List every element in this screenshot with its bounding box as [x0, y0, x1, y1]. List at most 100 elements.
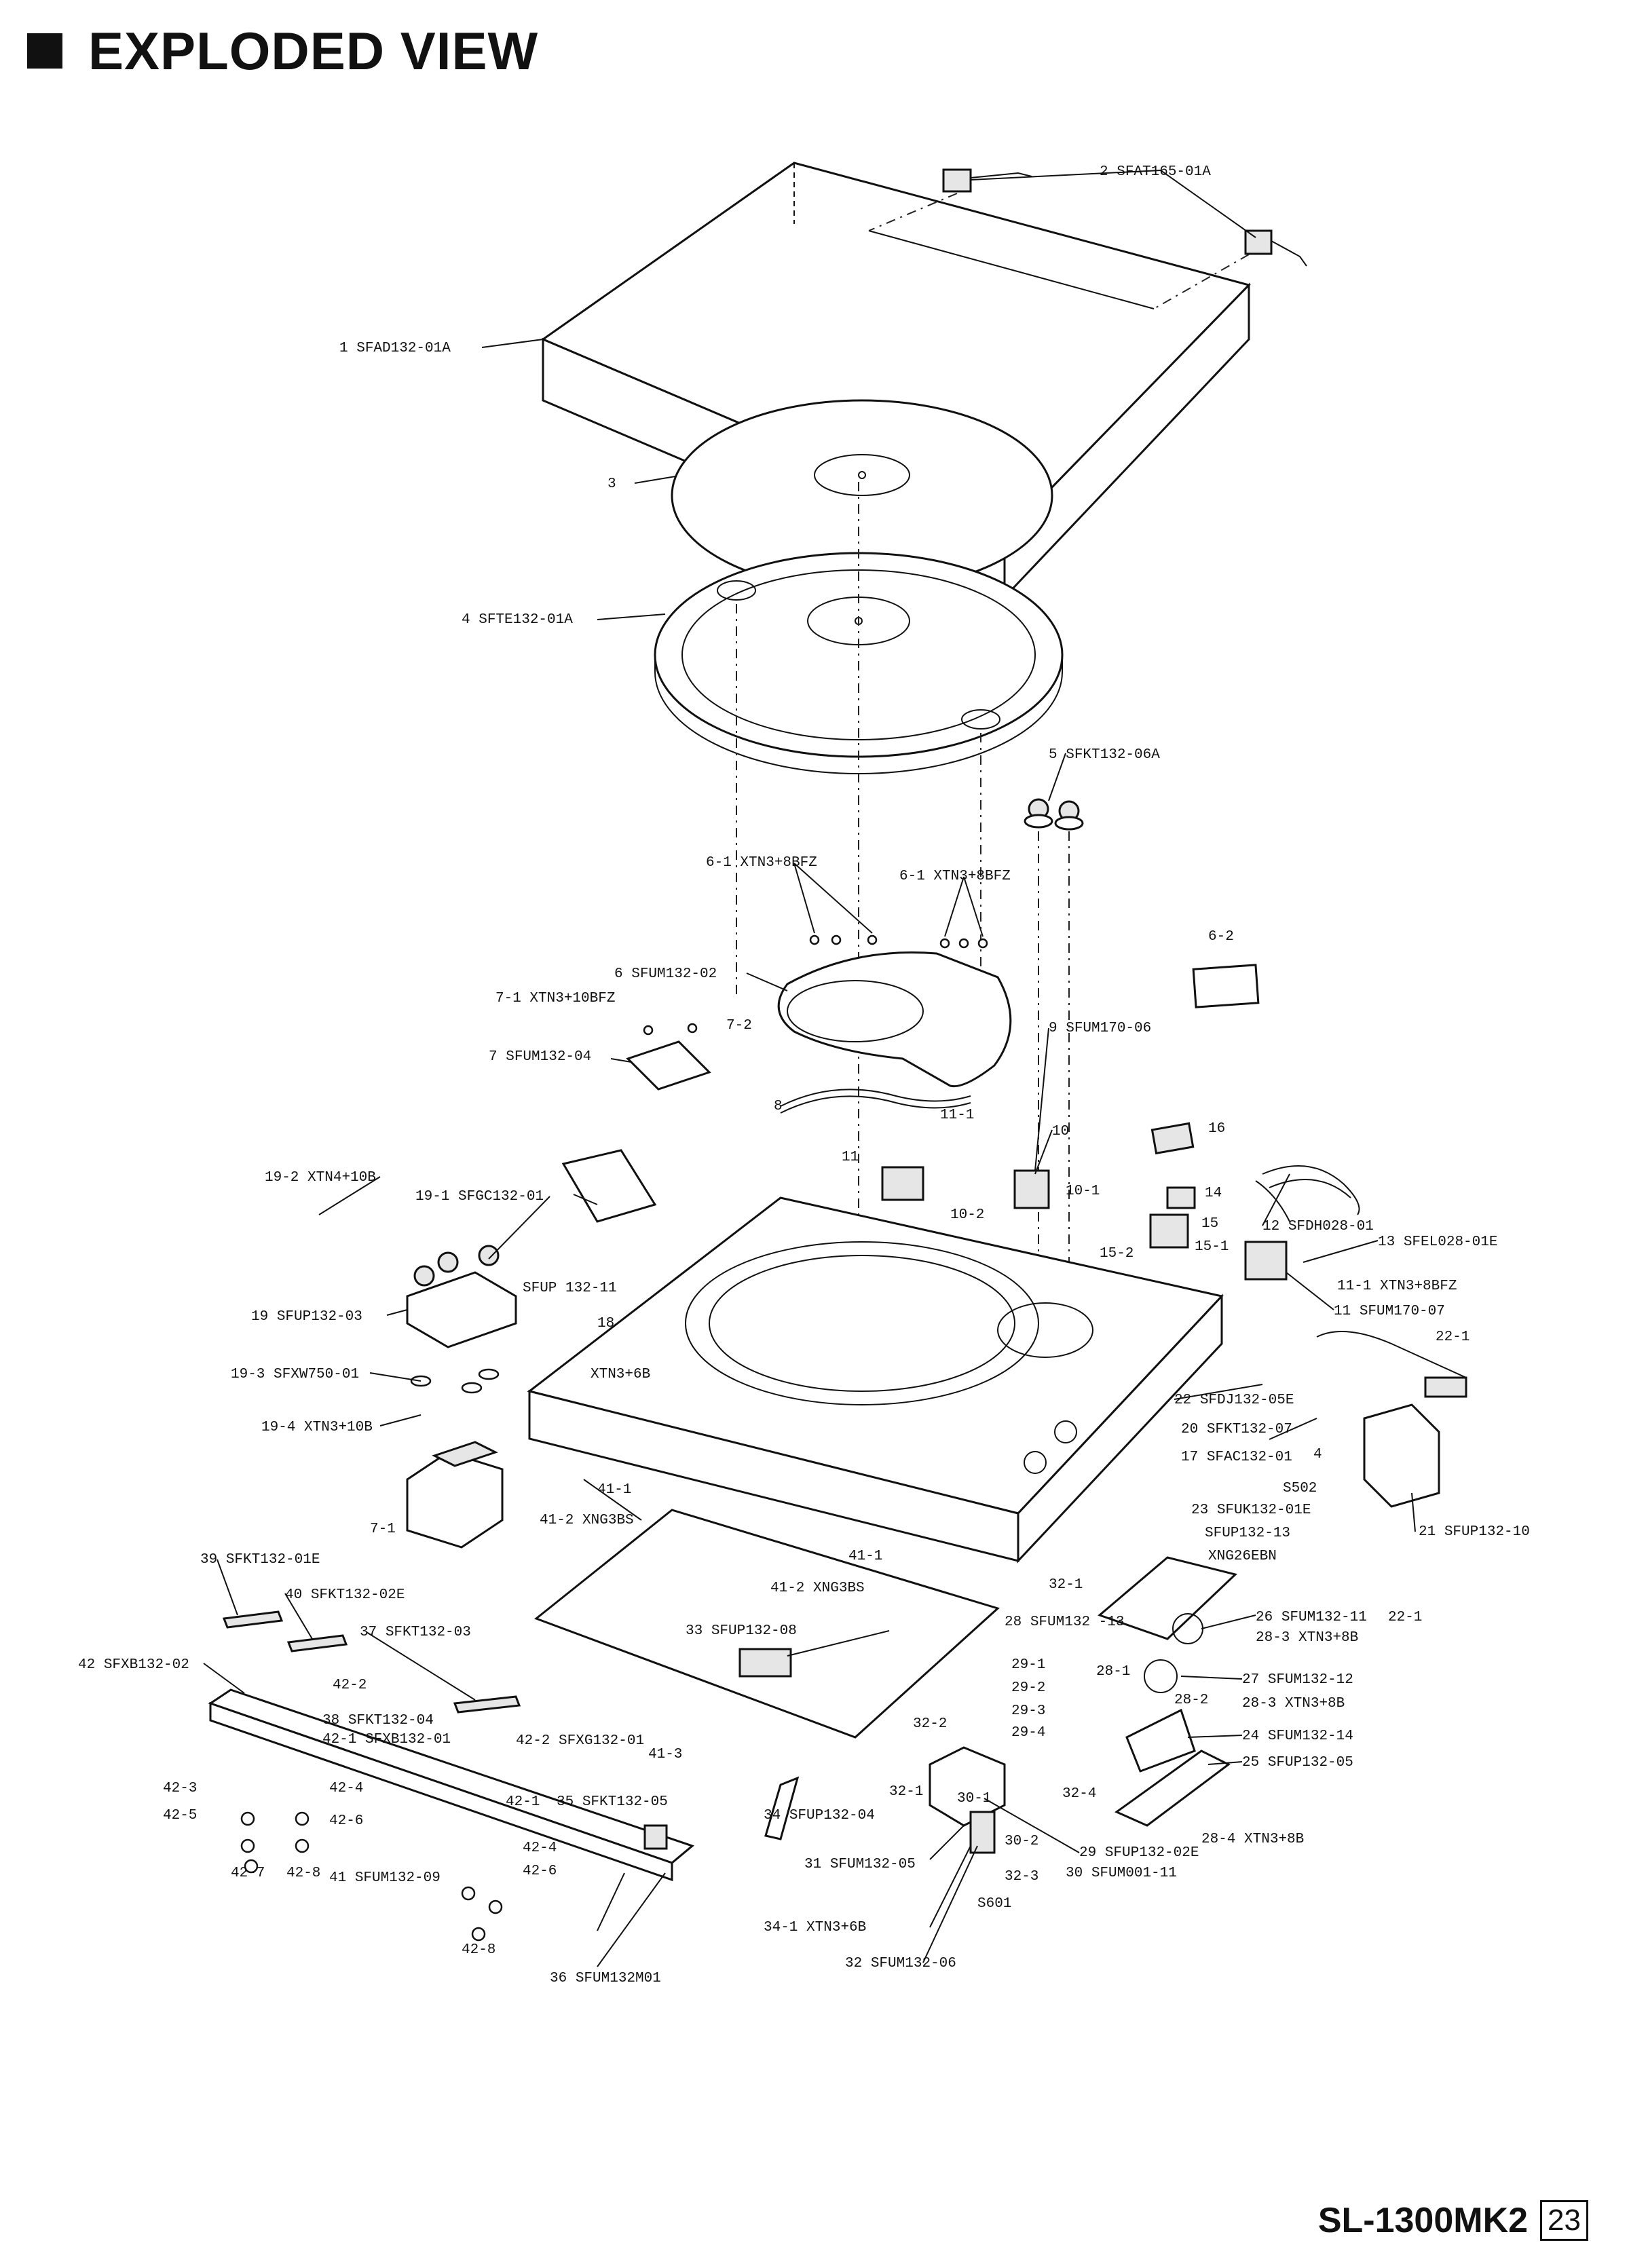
svg-text:SFUP132-13: SFUP132-13	[1205, 1526, 1290, 1541]
part-ref: 28-4	[1201, 1832, 1235, 1847]
part-ref: 24	[1242, 1728, 1259, 1744]
part-ref: 5	[1049, 747, 1057, 763]
part-ref: 16	[1208, 1121, 1225, 1137]
page-footer: SL-1300MK2 23	[1318, 2200, 1588, 2241]
part-code: SFXW750-01	[274, 1367, 359, 1382]
part-code: SFUM132-04	[506, 1049, 591, 1065]
svg-text:24 SFUM132-14: 24 SFUM132-14	[1242, 1728, 1353, 1744]
svg-text:10-2: 10-2	[950, 1207, 984, 1223]
part-code: SFAT165-01A	[1117, 164, 1211, 180]
svg-text:15-1: 15-1	[1195, 1239, 1229, 1255]
svg-text:6-1 XTN3+8BFZ: 6-1 XTN3+8BFZ	[899, 869, 1011, 884]
part-ref: 15-2	[1100, 1246, 1134, 1262]
washers-19-3	[410, 1368, 500, 1394]
header-square-bullet	[27, 33, 62, 69]
svg-text:4 SFTE132-01A: 4 SFTE132-01A	[462, 612, 573, 628]
part-ref: 19-1	[415, 1189, 449, 1205]
svg-text:9 SFUM170-06: 9 SFUM170-06	[1049, 1021, 1151, 1036]
plate-7	[626, 1023, 711, 1091]
svg-text:18: 18	[597, 1316, 614, 1331]
svg-text:34 SFUP132-04: 34 SFUP132-04	[764, 1808, 875, 1823]
part-ref: 4	[462, 612, 470, 628]
part-code: SFUM132-12	[1268, 1672, 1353, 1688]
part-ref: 29-1	[1011, 1657, 1045, 1673]
svg-text:41-2 XNG3BS: 41-2 XNG3BS	[770, 1581, 865, 1596]
svg-text:14: 14	[1205, 1186, 1222, 1201]
svg-text:29-1: 29-1	[1011, 1657, 1045, 1673]
svg-text:30 SFUM001-11: 30 SFUM001-11	[1066, 1866, 1177, 1881]
svg-text:3: 3	[607, 476, 616, 492]
svg-text:15-2: 15-2	[1100, 1246, 1134, 1262]
part-ref: 17	[1181, 1450, 1198, 1465]
part-ref: 29-4	[1011, 1725, 1045, 1741]
part-ref: 40	[285, 1587, 302, 1603]
switch-assembly-30	[929, 1746, 1006, 1854]
part-code: SFXB132-02	[104, 1657, 189, 1673]
svg-text:13 SFEL028-01E: 13 SFEL028-01E	[1378, 1234, 1497, 1250]
svg-text:1 SFAD132-01A: 1 SFAD132-01A	[339, 341, 451, 356]
part-ref: 37	[360, 1625, 377, 1640]
svg-text:19-3 SFXW750-01: 19-3 SFXW750-01	[231, 1367, 359, 1382]
part-code: SFAC132-01	[1207, 1450, 1292, 1465]
svg-text:36 SFUM132M01: 36 SFUM132M01	[550, 1971, 661, 1986]
plate-18	[561, 1149, 657, 1223]
part-ref: 10	[1052, 1124, 1069, 1139]
svg-text:28-4 XTN3+8B: 28-4 XTN3+8B	[1201, 1832, 1304, 1847]
part-code: SFUM170-07	[1360, 1304, 1445, 1319]
part-ref: 21	[1419, 1524, 1436, 1540]
part-ref: S601	[977, 1896, 1011, 1912]
svg-text:41-2 XNG3BS: 41-2 XNG3BS	[540, 1513, 634, 1528]
svg-text:16: 16	[1208, 1121, 1225, 1137]
bracket-21	[1316, 1331, 1467, 1508]
part-ref: 19	[251, 1309, 268, 1325]
svg-text:27 SFUM132-12: 27 SFUM132-12	[1242, 1672, 1353, 1688]
svg-text:XTN3+6B: XTN3+6B	[591, 1367, 650, 1382]
part-ref: 42-4	[329, 1781, 363, 1796]
screws-6-1	[809, 934, 988, 949]
part-ref: 6	[614, 966, 623, 982]
part-ref: S502	[1283, 1481, 1317, 1496]
part-code: SFUM132 -13	[1030, 1614, 1125, 1630]
part-code: SFKT132-02E	[311, 1587, 405, 1603]
svg-text:19-2 XTN4+10B: 19-2 XTN4+10B	[265, 1170, 376, 1186]
svg-text:28-1: 28-1	[1096, 1664, 1130, 1680]
svg-text:28 SFUM132 -13: 28 SFUM132 -13	[1005, 1614, 1124, 1630]
part-ref: 26	[1256, 1610, 1273, 1625]
svg-text:33 SFUP132-08: 33 SFUP132-08	[686, 1623, 797, 1639]
svg-text:38 SFKT132-04: 38 SFKT132-04	[322, 1713, 434, 1728]
svg-text:7 SFUM132-04: 7 SFUM132-04	[489, 1049, 591, 1065]
svg-text:12 SFDH028-01: 12 SFDH028-01	[1262, 1219, 1374, 1234]
part-ref: 41-2	[540, 1513, 574, 1528]
part-ref: 11-1	[940, 1108, 974, 1123]
part-code: XTN3+8B	[1285, 1696, 1345, 1712]
part-ref: 10-1	[1066, 1184, 1100, 1199]
svg-text:17 SFAC132-01: 17 SFAC132-01	[1181, 1450, 1292, 1465]
part-ref: 32-4	[1062, 1786, 1096, 1802]
knob-35	[643, 1824, 668, 1850]
part-ref: 22-1	[1388, 1610, 1422, 1625]
part-ref: 19-4	[261, 1420, 295, 1435]
part-ref: 32	[845, 1956, 862, 1971]
svg-text:37 SFKT132-03: 37 SFKT132-03	[360, 1625, 471, 1640]
model-number: SL-1300MK2	[1317, 2201, 1529, 2240]
svg-text:6-2: 6-2	[1208, 929, 1234, 945]
svg-text:32-4: 32-4	[1062, 1786, 1096, 1802]
part-ref: 42-6	[329, 1813, 363, 1829]
svg-text:28-3 XTN3+8B: 28-3 XTN3+8B	[1242, 1696, 1345, 1712]
knob-bars	[222, 1610, 521, 1714]
part-code: SFUP132-08	[711, 1623, 797, 1639]
part-code: SFKT132-01E	[226, 1552, 320, 1568]
svg-text:31 SFUM132-05: 31 SFUM132-05	[804, 1857, 916, 1872]
svg-text:42-3: 42-3	[163, 1781, 197, 1796]
svg-text:11-1: 11-1	[940, 1108, 974, 1123]
part-ref: 28-2	[1174, 1693, 1208, 1708]
part-ref: 41	[329, 1870, 346, 1886]
part-code: SFUM132M01	[576, 1971, 661, 1986]
part-ref: 31	[804, 1857, 821, 1872]
page-number: 23	[1540, 2200, 1588, 2241]
svg-text:41-1: 41-1	[848, 1549, 882, 1564]
part-code: XTN3+6B	[806, 1920, 866, 1935]
svg-text:29-4: 29-4	[1011, 1725, 1045, 1741]
switch-11b	[1244, 1241, 1288, 1281]
knobs-pair	[1024, 798, 1084, 831]
